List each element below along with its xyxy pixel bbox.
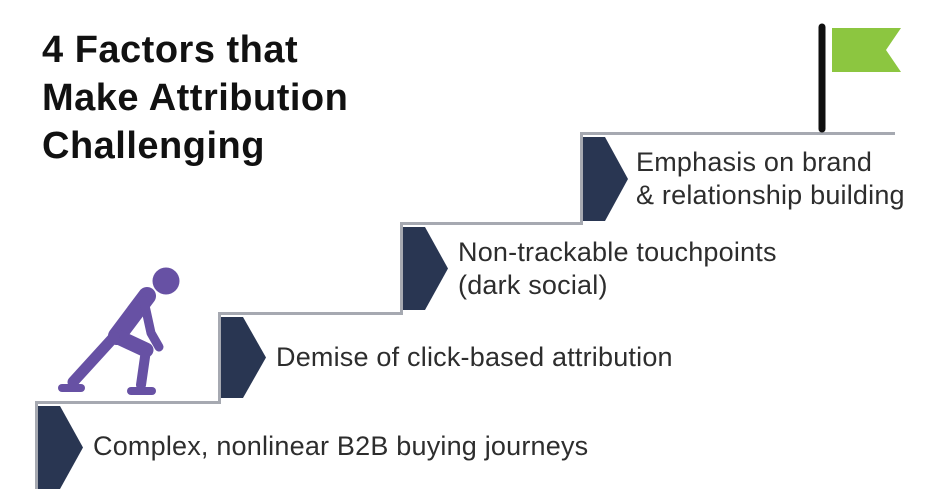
goal-flag-icon <box>818 23 901 133</box>
person-front-thigh <box>108 328 154 358</box>
step-label-3: Non-trackable touchpoints (dark social) <box>458 236 777 302</box>
page-title-line-3: Challenging <box>42 125 265 167</box>
step-label-4: Emphasis on brand & relationship buildin… <box>636 146 905 212</box>
step-arrow-2 <box>221 317 266 398</box>
step-label-3-line-2: (dark social) <box>458 270 608 300</box>
person-back-leg <box>67 331 120 388</box>
step-label-1: Complex, nonlinear B2B buying journeys <box>93 430 588 463</box>
step-arrow-4 <box>583 137 628 221</box>
page-title-line-2: Make Attribution <box>42 77 349 119</box>
step-label-2-line-1: Demise of click-based attribution <box>276 342 673 372</box>
step-label-2: Demise of click-based attribution <box>276 341 673 374</box>
flag-banner <box>832 28 901 72</box>
page-title-line-1: 4 Factors that <box>42 29 299 71</box>
person-front-shin <box>136 345 151 390</box>
staircase-outline <box>35 132 895 489</box>
step-label-4-line-2: & relationship building <box>636 180 905 210</box>
step-arrow-1 <box>38 406 83 489</box>
person-climbing-icon <box>58 267 180 395</box>
step-arrow-3 <box>403 227 448 310</box>
step-label-3-line-1: Non-trackable touchpoints <box>458 237 777 267</box>
step-label-4-line-1: Emphasis on brand <box>636 147 873 177</box>
person-head <box>152 267 180 295</box>
step-label-1-line-1: Complex, nonlinear B2B buying journeys <box>93 431 589 461</box>
person-arm <box>139 296 164 352</box>
page-title: 4 Factors that Make Attribution Challeng… <box>42 26 348 170</box>
